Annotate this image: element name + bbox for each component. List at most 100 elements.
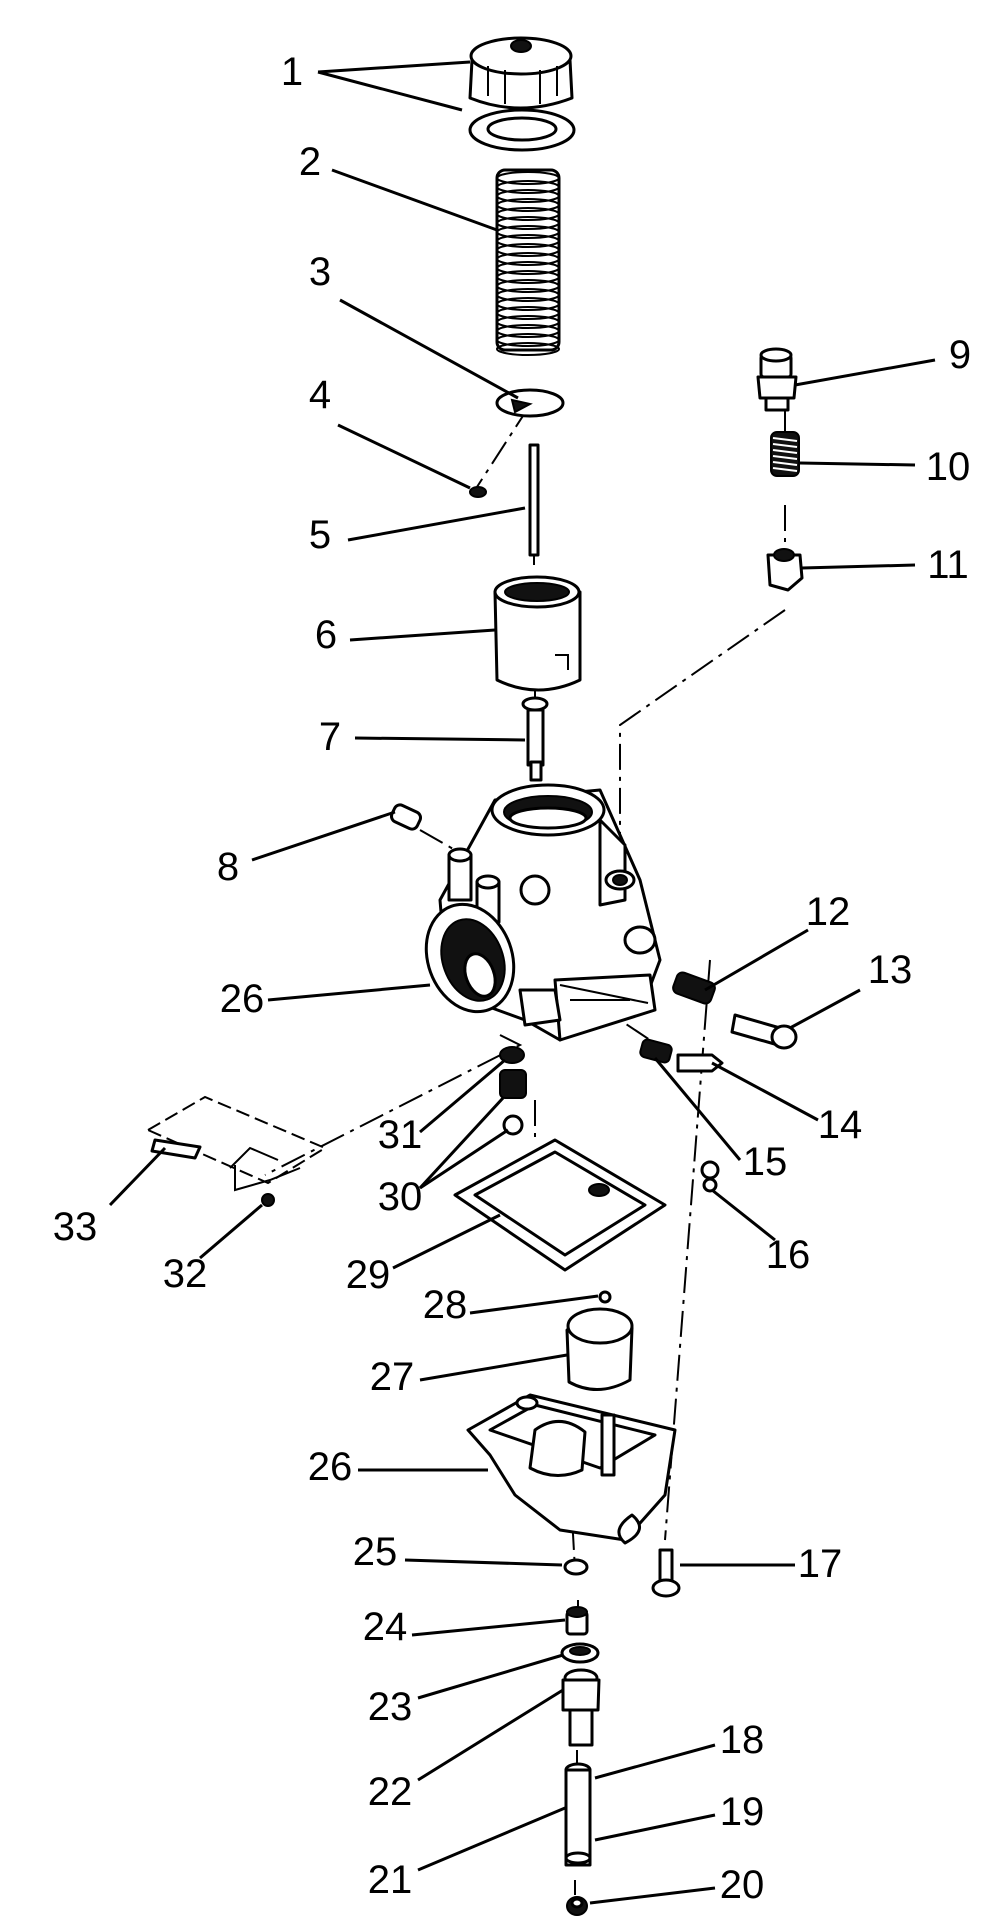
callout-number: 33 [53, 1205, 98, 1249]
callout-13: 13 [789, 948, 913, 1030]
callout-26b: 26 [308, 1445, 488, 1489]
callout-7: 7 [319, 715, 526, 759]
leader-line [794, 358, 936, 387]
leader-line [711, 1188, 776, 1242]
callout-28: 28 [423, 1283, 599, 1327]
callout-number: 10 [926, 445, 971, 489]
leader-line [799, 461, 916, 467]
leader-line [349, 628, 496, 642]
leader-line [108, 1146, 167, 1207]
callout-number: 27 [370, 1355, 415, 1399]
air-screw-spring [639, 1038, 673, 1064]
leader-line [417, 1688, 564, 1782]
bypass-plug [389, 803, 423, 831]
callout-17: 17 [680, 1542, 842, 1586]
pilot-spring [770, 431, 800, 477]
pilot-jet-part [499, 1046, 527, 1136]
leader-line [417, 1806, 566, 1872]
callout-33: 33 [53, 1146, 167, 1249]
callout-29: 29 [346, 1213, 501, 1297]
callout-27: 27 [370, 1353, 568, 1399]
leader-line [354, 736, 526, 742]
leader-line [331, 168, 498, 232]
leader-line [469, 1294, 599, 1315]
leader-line [411, 1618, 566, 1637]
leader-line [392, 1213, 501, 1270]
callout-number: 32 [163, 1252, 208, 1296]
callout-number: 24 [363, 1605, 408, 1649]
callout-number: 7 [319, 715, 341, 759]
callout-24: 24 [363, 1605, 566, 1649]
callout-30: 30 [378, 1096, 509, 1219]
jet-needle [528, 443, 540, 565]
callout-number: 1 [281, 50, 303, 94]
callout-number: 31 [378, 1113, 423, 1157]
callout-number: 28 [423, 1283, 468, 1327]
float-pin [598, 1290, 612, 1304]
callout-number: 16 [766, 1233, 811, 1277]
callout-number: 21 [368, 1858, 413, 1902]
leader-line [594, 1743, 716, 1780]
callout-22: 22 [368, 1688, 564, 1814]
leader-line [711, 1061, 819, 1122]
leader-line [801, 563, 916, 570]
callout-number: 3 [309, 250, 331, 294]
callout-number: 17 [798, 1542, 843, 1586]
callout-layer: 1234567891011121314151617181920212223242… [53, 50, 971, 1907]
leader-line [339, 298, 519, 400]
pilot-air-fitting [756, 347, 798, 412]
callout-15: 15 [653, 1057, 788, 1184]
air-screw [676, 1053, 724, 1073]
callout-number: 13 [868, 948, 913, 992]
float-part [565, 1307, 634, 1392]
callout-6: 6 [315, 613, 496, 657]
leader-line [417, 1653, 564, 1700]
callout-number: 18 [720, 1718, 765, 1762]
leader-line [789, 988, 861, 1030]
drain-tube [564, 1762, 592, 1867]
callout-20: 20 [589, 1863, 765, 1907]
callout-number: 26 [308, 1445, 353, 1489]
leader-line [404, 1558, 563, 1567]
callout-1: 1 [281, 50, 471, 112]
leader-line [317, 60, 471, 74]
callout-21: 21 [368, 1806, 566, 1902]
throttle-slide [493, 575, 582, 692]
o-ring-small [700, 1160, 720, 1193]
callout-number: 15 [743, 1140, 788, 1184]
main-jet-washer [563, 1558, 589, 1576]
leader-line [704, 928, 809, 992]
callout-18: 18 [594, 1718, 765, 1780]
callout-12: 12 [704, 890, 851, 992]
callout-8: 8 [217, 810, 396, 889]
leader-line [347, 506, 526, 542]
callout-number: 2 [299, 140, 321, 184]
callout-number: 22 [368, 1770, 413, 1814]
callout-2: 2 [299, 140, 498, 232]
callout-26a: 26 [220, 977, 431, 1021]
callout-number: 25 [353, 1530, 398, 1574]
callout-number: 5 [309, 513, 331, 557]
callout-number: 19 [720, 1790, 765, 1834]
callout-25: 25 [353, 1530, 563, 1574]
callout-11: 11 [801, 543, 969, 587]
leader-line [419, 1058, 506, 1134]
callout-10: 10 [799, 445, 971, 489]
idle-screw [730, 1013, 798, 1050]
callout-32: 32 [163, 1203, 263, 1296]
callout-number: 20 [720, 1863, 765, 1907]
cap-gasket-ring [468, 108, 576, 152]
intake-bore [424, 902, 516, 1014]
callout-number: 9 [949, 333, 971, 377]
callout-number: 12 [806, 890, 851, 934]
callout-number: 26 [220, 977, 265, 1021]
callout-number: 6 [315, 613, 337, 657]
float-bowl [466, 1393, 677, 1545]
leader-line [267, 983, 431, 1002]
leader-line [653, 1057, 742, 1161]
leader-line [199, 1203, 263, 1260]
callout-16: 16 [711, 1188, 811, 1277]
leader-line [419, 1128, 509, 1190]
callout-9: 9 [794, 333, 971, 387]
